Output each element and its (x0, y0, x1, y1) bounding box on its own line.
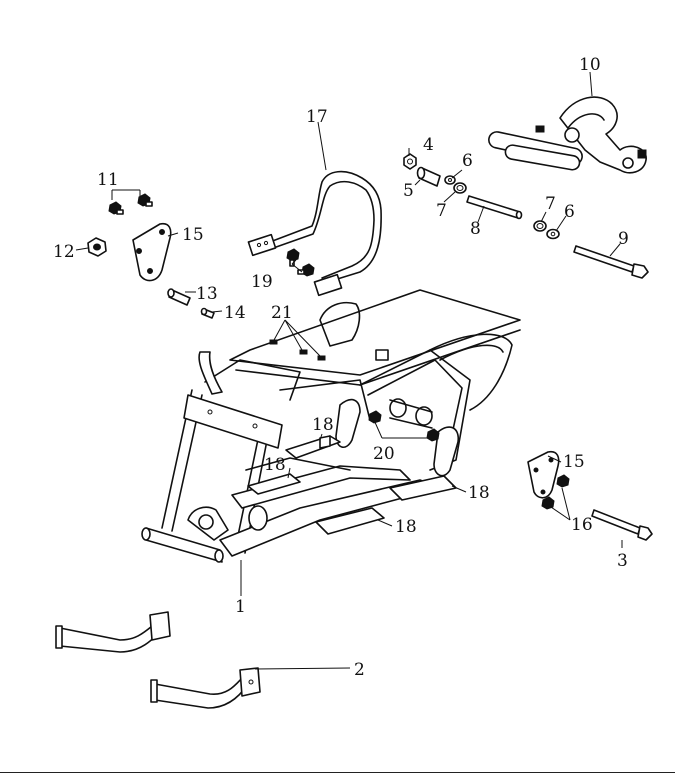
callout-labels: 1 2 3 4 5 6 6 7 7 8 9 10 11 12 13 14 15 … (53, 55, 629, 680)
label-13: 13 (196, 284, 218, 304)
leader-lines (75, 71, 623, 670)
part-11-bolts (108, 193, 153, 215)
label-6b: 6 (564, 202, 575, 222)
label-15a: 15 (182, 225, 204, 245)
label-19: 19 (251, 272, 273, 292)
label-8: 8 (470, 219, 481, 239)
label-6a: 6 (462, 151, 473, 171)
part-16-bolts (541, 474, 570, 510)
label-7a: 7 (436, 201, 447, 221)
label-18b: 18 (264, 455, 286, 475)
label-14: 14 (224, 303, 246, 323)
part-5-bushing (416, 166, 441, 187)
part-9-bolt (573, 245, 649, 279)
part-19-bolts (286, 248, 315, 277)
label-4: 4 (423, 135, 434, 155)
part-7-spacer-lower (533, 220, 547, 232)
label-15b: 15 (563, 452, 585, 472)
part-3-bolt (591, 509, 653, 541)
label-1: 1 (235, 597, 246, 617)
part-10-swing-arm (488, 96, 647, 174)
part-17-grab-bar (247, 170, 382, 297)
label-11: 11 (97, 170, 119, 190)
part-15-bracket-upper (132, 222, 172, 282)
label-10: 10 (579, 55, 601, 75)
page-bottom-rule (0, 772, 675, 773)
label-3: 3 (617, 551, 628, 571)
label-17: 17 (306, 107, 328, 127)
label-9: 9 (618, 229, 629, 249)
label-18c: 18 (468, 483, 490, 503)
label-20: 20 (373, 444, 395, 464)
label-16: 16 (571, 515, 593, 535)
label-21: 21 (271, 303, 293, 323)
label-12: 12 (53, 242, 75, 262)
part-1-main-frame (141, 289, 521, 563)
part-8-shaft (466, 195, 523, 220)
label-18d: 18 (395, 517, 417, 537)
label-7b: 7 (545, 194, 556, 214)
part-14-pin (200, 307, 215, 319)
part-4-nut (403, 153, 417, 170)
label-5: 5 (403, 181, 414, 201)
part-15-bracket-lower (527, 450, 560, 499)
part-13-pin (167, 288, 191, 306)
part-12-nut (87, 237, 107, 257)
part-2-footrests (55, 611, 261, 709)
label-2: 2 (354, 660, 365, 680)
label-18a: 18 (312, 415, 334, 435)
part-7-spacer-upper (453, 182, 467, 194)
part-6-washer-lower (546, 228, 560, 240)
